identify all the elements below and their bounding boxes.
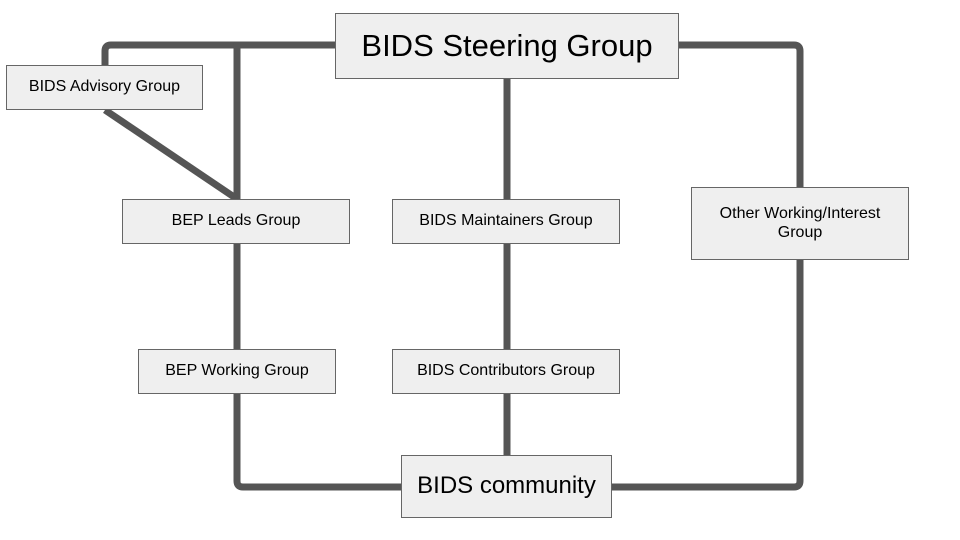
node-other-working-interest-group[interactable]: Other Working/Interest Group bbox=[691, 187, 909, 260]
node-label: BEP Working Group bbox=[165, 362, 309, 380]
node-label: Other Working/Interest Group bbox=[719, 204, 881, 241]
edge-steering-to-advisory bbox=[101, 41, 335, 65]
node-label: BIDS Steering Group bbox=[361, 27, 653, 63]
edge-other-working-to-community bbox=[612, 260, 804, 491]
edge-bep-working-to-community bbox=[233, 394, 401, 491]
edge-steering-to-bep-leads bbox=[233, 41, 335, 199]
node-label: BIDS community bbox=[417, 472, 596, 500]
node-label: BIDS Maintainers Group bbox=[419, 212, 593, 230]
node-label: BIDS Contributors Group bbox=[417, 362, 595, 380]
node-bep-working-group[interactable]: BEP Working Group bbox=[138, 349, 336, 394]
node-bids-advisory-group[interactable]: BIDS Advisory Group bbox=[6, 65, 203, 110]
edge-advisory-to-bep-leads bbox=[103, 107, 239, 202]
node-label: BEP Leads Group bbox=[171, 212, 301, 230]
node-bep-leads-group[interactable]: BEP Leads Group bbox=[122, 199, 350, 244]
edge-steering-to-other-working bbox=[679, 41, 804, 187]
node-bids-community[interactable]: BIDS community bbox=[401, 455, 612, 518]
node-label: BIDS Advisory Group bbox=[28, 78, 181, 96]
node-bids-maintainers-group[interactable]: BIDS Maintainers Group bbox=[392, 199, 620, 244]
node-bids-contributors-group[interactable]: BIDS Contributors Group bbox=[392, 349, 620, 394]
node-bids-steering-group[interactable]: BIDS Steering Group bbox=[335, 13, 679, 79]
